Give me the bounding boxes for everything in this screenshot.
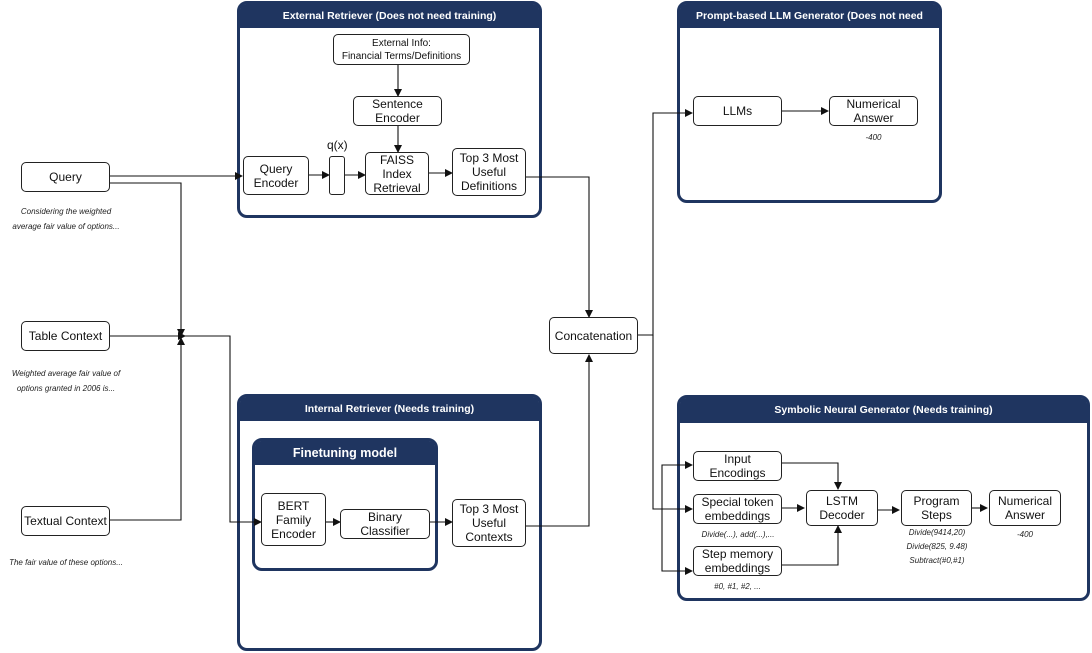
edge-concatenation-to-llms [638, 109, 693, 336]
edge-definitions-to-concatenation [526, 176, 593, 318]
table-context-node: Table Context [21, 321, 110, 351]
qx-vector [329, 156, 345, 195]
program-steps-node: Program Steps [901, 490, 972, 526]
lstm-decoder-node: LSTM Decoder [806, 490, 878, 526]
edge-concatenation-to-special-token [652, 335, 693, 513]
sym-answer-value: -400 [1016, 530, 1033, 539]
edge-merge-to-bert [181, 335, 262, 526]
external-info-node: External Info: Financial Terms/Definitio… [333, 34, 470, 65]
edge-query-to-merge [110, 182, 185, 337]
symbolic-generator-title: Symbolic Neural Generator (Needs trainin… [680, 398, 1087, 423]
top3-contexts-node: Top 3 Most Useful Contexts [452, 499, 526, 547]
edge-step-memory-to-lstm [782, 525, 842, 566]
step-memory-example-text: #0, #1, #2, ... [714, 582, 761, 591]
step-memory-embeddings-node: Step memory embeddings [693, 546, 782, 576]
special-token-embeddings-node: Special token embeddings [693, 494, 782, 524]
edge-input-encodings-to-lstm [782, 462, 842, 490]
llms-node: LLMs [693, 96, 782, 126]
faiss-node: FAISS Index Retrieval [365, 152, 429, 195]
edge-text-to-merge [110, 337, 185, 521]
query-example-text: Considering the weighted average fair va… [12, 207, 120, 231]
edge-to-input-encodings [661, 461, 693, 509]
textual-context-example-text: The fair value of these options... [9, 558, 123, 567]
binary-classifier-node: Binary Classifier [340, 509, 430, 539]
bert-encoder-node: BERT Family Encoder [261, 493, 326, 546]
external-retriever-title: External Retriever (Does not need traini… [240, 4, 539, 28]
finetuning-model-title: Finetuning model [255, 441, 435, 465]
edge-contexts-to-concatenation [526, 354, 593, 527]
edge-to-step-memory [661, 509, 693, 575]
query-encoder-node: Query Encoder [243, 156, 309, 195]
numerical-answer-sym-node: Numerical Answer [989, 490, 1061, 526]
program-steps-example-text: Divide(9414,20) Divide(825, 9.48) Subtra… [906, 528, 968, 565]
qx-label: q(x) [327, 138, 348, 152]
concatenation-node: Concatenation [549, 317, 638, 354]
special-token-example-text: Divide(...), add(...),... [701, 530, 775, 539]
query-node: Query [21, 162, 110, 192]
textual-context-node: Textual Context [21, 506, 110, 536]
llm-generator-title: Prompt-based LLM Generator (Does not nee… [680, 4, 939, 46]
llm-answer-value: -400 [865, 133, 882, 142]
table-context-example-text: Weighted average fair value of options g… [11, 369, 121, 393]
numerical-answer-llm-node: Numerical Answer [829, 96, 918, 126]
top3-definitions-node: Top 3 Most Useful Definitions [452, 148, 526, 196]
sentence-encoder-node: Sentence Encoder [353, 96, 442, 126]
internal-retriever-title: Internal Retriever (Needs training) [240, 397, 539, 421]
input-encodings-node: Input Encodings [693, 451, 782, 481]
